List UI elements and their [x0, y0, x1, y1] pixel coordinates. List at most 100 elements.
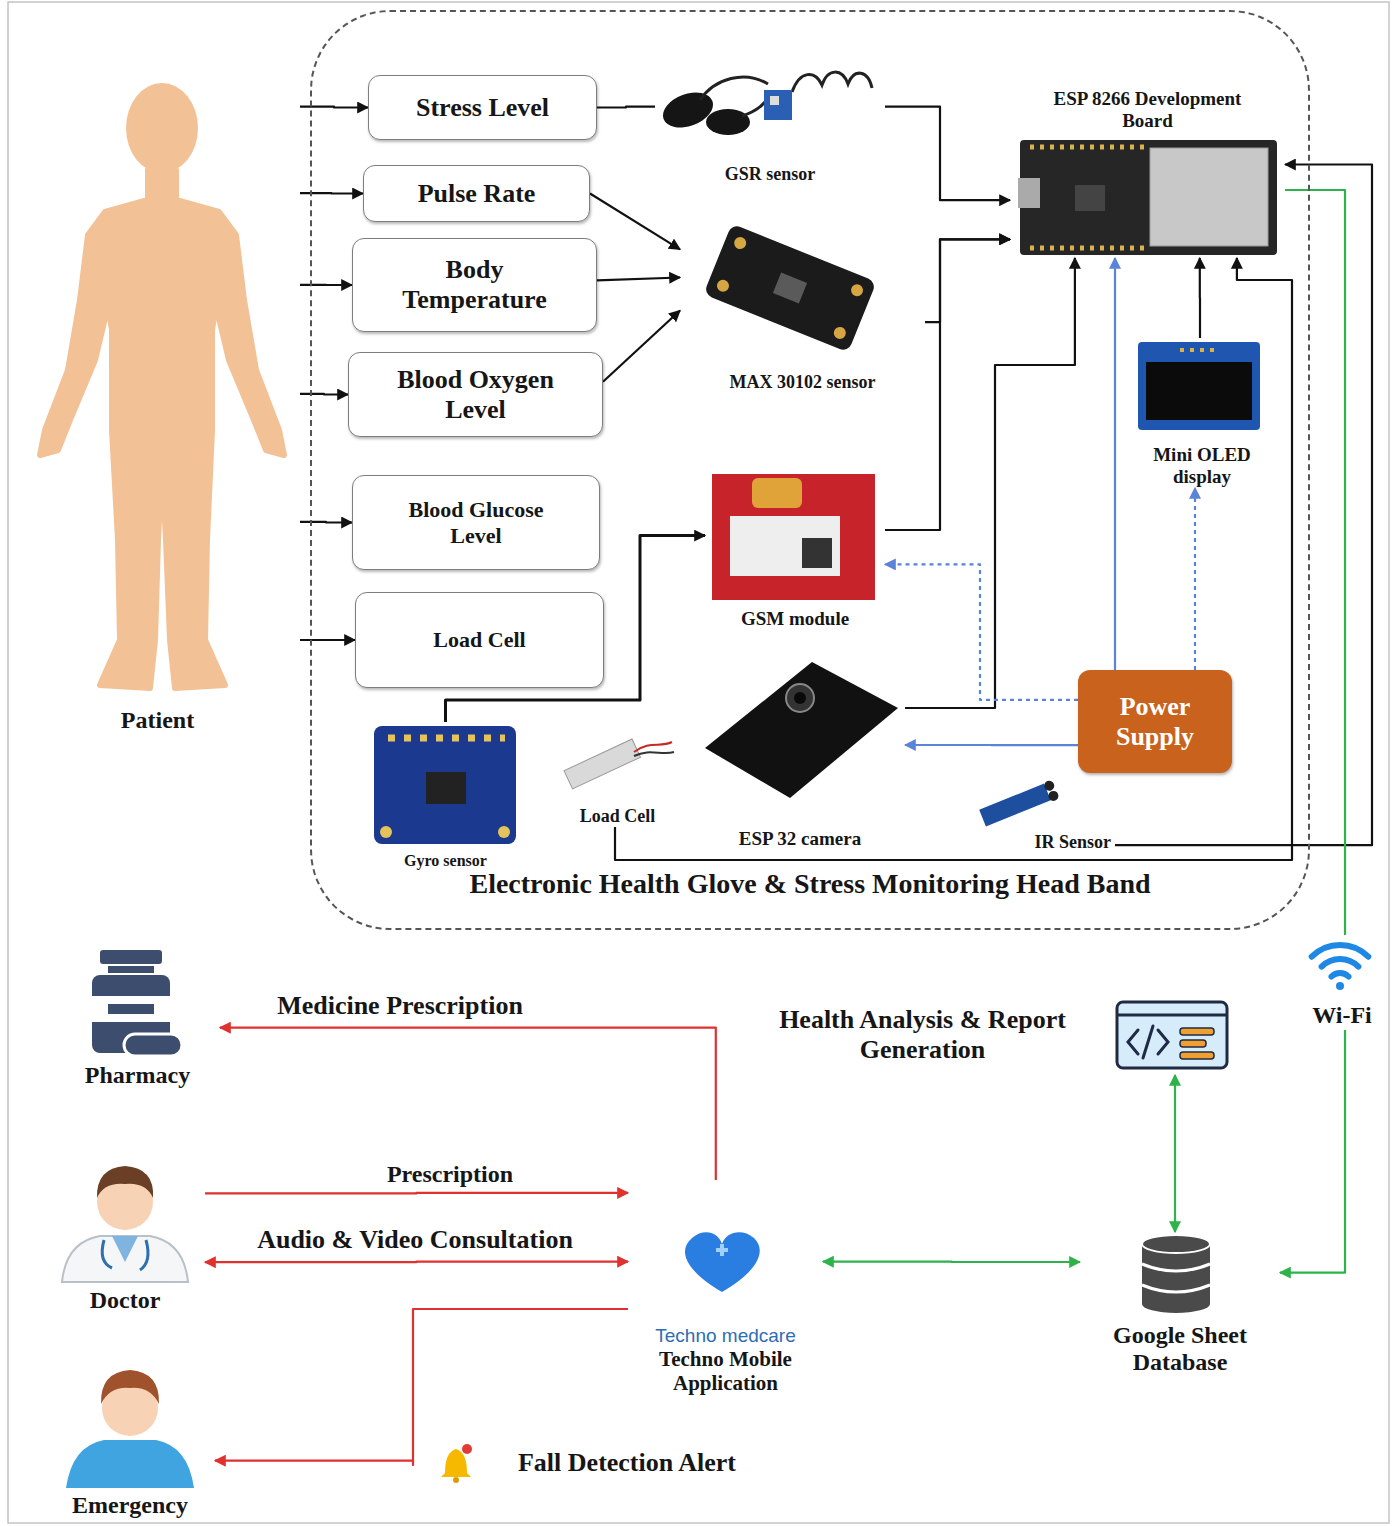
load-cell-bar [564, 739, 640, 789]
bell-icon [441, 1444, 472, 1483]
measure-box: Blood Oxygen Level [348, 352, 603, 437]
wifi-arc [1312, 945, 1369, 957]
patient-silhouette [40, 83, 284, 688]
connector [1285, 190, 1345, 935]
measure-box: Stress Level [368, 75, 597, 140]
gsm-qr [802, 538, 832, 568]
sensor-module: Load Cell [555, 722, 680, 827]
node-label: GSR sensor [659, 164, 881, 185]
gyro-holes [388, 735, 505, 742]
node-label: Load Cell [559, 806, 676, 827]
node-label: Blood Oxygen Level [379, 365, 572, 425]
service-box: Health Analysis & Report Generation [735, 995, 1235, 1075]
node-label: Doctor [49, 1287, 201, 1315]
oled-picture [1138, 342, 1260, 430]
connector [885, 239, 1010, 530]
power-box: Power Supply [1078, 670, 1232, 773]
node-label: IR Sensor [974, 832, 1111, 853]
code-window [1117, 1002, 1227, 1068]
connector [597, 278, 680, 281]
emergency-icon: Emergency [45, 1368, 215, 1520]
gyro-chip [426, 772, 466, 804]
gsm-chip [730, 516, 840, 576]
esp-module [1150, 148, 1268, 246]
app-cross [716, 1244, 728, 1256]
pill [124, 1034, 182, 1056]
node-label: Power Supply [1084, 692, 1226, 752]
emergency-picture [66, 1370, 194, 1488]
esp8266-picture [1018, 140, 1277, 255]
node-label: Patient [19, 707, 296, 735]
wifi-arc [1332, 973, 1349, 977]
connector [590, 194, 680, 250]
max-pad [849, 282, 865, 298]
connector [220, 1028, 716, 1180]
node-label: Health Analysis & Report Generation [735, 1005, 1110, 1065]
bottle-cap [100, 950, 162, 964]
code-line [1180, 1028, 1214, 1035]
edge-label: Prescription [383, 1161, 517, 1189]
measure-box: Body Temperature [352, 238, 597, 332]
edge-label: Audio & Video Consultation [253, 1225, 577, 1255]
node-label: GSM module [709, 608, 881, 630]
doctor-coat [62, 1236, 188, 1282]
node-label: ESP 32 camera [699, 828, 901, 850]
connector [885, 564, 1078, 700]
load-cell-picture [564, 739, 674, 789]
bottle-label [92, 996, 170, 1022]
stethoscope [102, 1240, 148, 1270]
connector [597, 106, 655, 109]
connector [1199, 258, 1201, 338]
bell-clapper [453, 1477, 459, 1483]
esp-board [1020, 140, 1277, 255]
gsm-picture [712, 474, 875, 600]
patient-head [126, 83, 198, 173]
esp-usb [1018, 178, 1040, 208]
max-pad [732, 235, 748, 251]
sensor-module: MAX 30102 sensor [680, 228, 925, 393]
esp-chip [1075, 185, 1105, 211]
max-pad [715, 278, 731, 294]
code-icon [1117, 1002, 1227, 1068]
ir-board [979, 784, 1051, 827]
connector [1114, 258, 1116, 670]
wifi-arc [1322, 959, 1359, 967]
code-line [1180, 1052, 1214, 1059]
node-label: Google Sheet Database [1084, 1322, 1276, 1377]
connector [905, 744, 1078, 746]
app-logo [685, 1232, 760, 1292]
patient-figure: Patient [15, 75, 300, 735]
node-label: MAX 30102 sensor [684, 372, 921, 393]
gsr-sensor-picture [658, 72, 872, 135]
oled-board [1138, 342, 1260, 430]
esp-pins [1030, 145, 1145, 150]
bottle-label-mark [108, 1004, 154, 1014]
gyro-board [374, 726, 516, 844]
node-label: ESP 8266 Development Board [1032, 88, 1263, 132]
connector [205, 1192, 628, 1195]
camera-module: ESP 32 camera [695, 650, 905, 850]
display-module: Mini OLED display [1132, 338, 1272, 488]
node-label: Mini OLED display [1136, 444, 1268, 488]
node-label: Emergency [49, 1492, 211, 1520]
gyro-picture [374, 726, 516, 844]
sensor-module: GSR sensor [655, 50, 885, 185]
database-icon: Google Sheet Database [1080, 1232, 1280, 1377]
mobile-app: Techno medcareTechno Mobile Application [628, 1180, 823, 1395]
sensor-module: Gyro sensor [368, 722, 523, 870]
max-chip [773, 273, 807, 304]
edge-label: Fall Detection Alert [514, 1448, 740, 1478]
gsr-chip [770, 96, 779, 105]
node-label: Wi-Fi [1296, 1002, 1388, 1030]
doctor-icon: Doctor [45, 1155, 205, 1315]
connector [215, 1309, 628, 1465]
oled-pins [1180, 348, 1220, 352]
load-cell-wire [634, 752, 674, 756]
esp-pins [1030, 246, 1145, 251]
bottle-neck [108, 966, 154, 973]
gsr-coil [792, 72, 872, 92]
connector [1194, 488, 1196, 670]
node-label: Pulse Rate [392, 179, 561, 209]
camera-board [705, 662, 898, 798]
node-label: Load Cell [384, 627, 575, 652]
